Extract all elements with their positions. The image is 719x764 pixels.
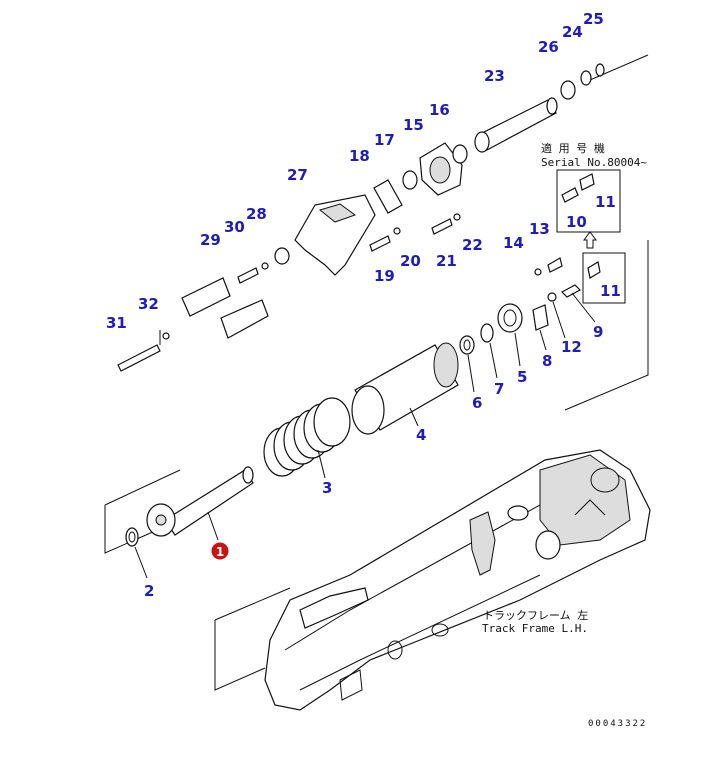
parts-15-16-17-18-cover-seals <box>373 142 468 214</box>
parts-5-6-7-rings <box>459 303 523 355</box>
callout-5: 5 <box>517 368 527 386</box>
callout-24: 24 <box>562 23 583 41</box>
callout-17: 17 <box>374 131 395 149</box>
callout-6: 6 <box>472 394 482 412</box>
callout-26: 26 <box>538 38 559 56</box>
track-frame-label-jp: トラックフレーム 左 <box>483 609 588 622</box>
part-1-rod <box>146 466 254 537</box>
callout-3: 3 <box>322 479 332 497</box>
parts-8-9-12-fittings <box>532 284 581 331</box>
callout-18: 18 <box>349 147 370 165</box>
part-27-bracket <box>294 194 376 276</box>
callout-30: 30 <box>224 218 245 236</box>
track-frame-label-en: Track Frame L.H. <box>482 622 588 635</box>
part-3-spring <box>263 397 351 477</box>
callout-10: 10 <box>566 213 587 231</box>
parts-28-to-32-guide-bolts <box>117 247 290 372</box>
callout-20: 20 <box>400 252 421 270</box>
parts-24-25-26-seals <box>560 63 605 100</box>
callout-23: 23 <box>484 67 505 85</box>
leader-lines <box>134 292 596 579</box>
callout-2: 2 <box>144 582 154 600</box>
callout-31: 31 <box>106 314 127 332</box>
callout-16: 16 <box>429 101 450 119</box>
annotation-notes: 適 用 号 機 Serial No.80004~ トラックフレーム 左 Trac… <box>482 141 647 635</box>
callout-14: 14 <box>503 234 524 252</box>
part-2-ring <box>125 527 139 547</box>
callout-32: 32 <box>138 295 159 313</box>
callout-29: 29 <box>200 231 221 249</box>
part-4-cylinder <box>351 342 459 435</box>
callout-11-lower: 11 <box>600 282 621 300</box>
callout-21: 21 <box>436 252 457 270</box>
track-frame <box>264 449 651 711</box>
callout-19: 19 <box>374 267 395 285</box>
callout-labels: 2 3 4 5 6 7 8 9 10 11 11 12 13 14 15 16 … <box>106 10 621 600</box>
callout-8: 8 <box>542 352 552 370</box>
part-23-shaft <box>474 97 558 153</box>
applicable-serial-number: Serial No.80004~ <box>541 156 647 169</box>
callout-25: 25 <box>583 10 604 28</box>
part-1-highlight-badge: 1 <box>210 541 230 561</box>
callout-12: 12 <box>561 338 582 356</box>
callout-4: 4 <box>416 426 426 444</box>
callout-13: 13 <box>529 220 550 238</box>
callout-28: 28 <box>246 205 267 223</box>
callout-15: 15 <box>403 116 424 134</box>
parts-19-20-21-22-bolts <box>369 213 461 252</box>
callout-22: 22 <box>462 236 483 254</box>
document-number: 00043322 <box>588 719 647 729</box>
callout-11-upper: 11 <box>595 193 616 211</box>
callout-27: 27 <box>287 166 308 184</box>
parts-10-11-13-14-grease-fittings <box>534 169 626 304</box>
callout-1: 1 <box>216 545 224 559</box>
callout-9: 9 <box>593 323 603 341</box>
applicable-serial-jp: 適 用 号 機 <box>541 141 605 155</box>
callout-7: 7 <box>494 380 504 398</box>
